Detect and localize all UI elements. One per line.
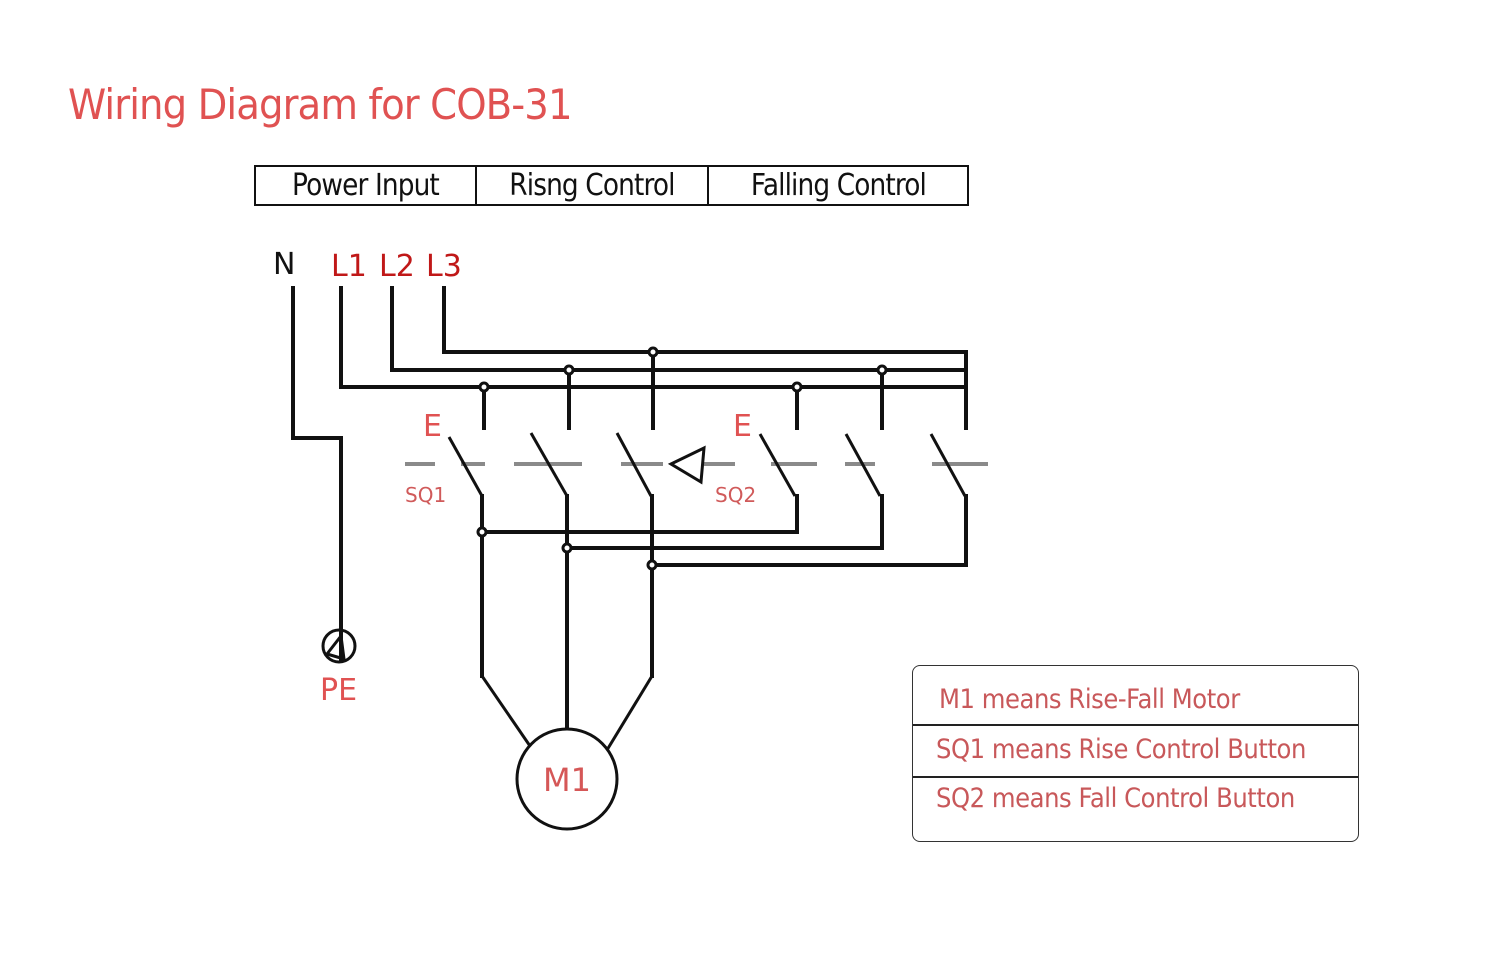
- sq1-marker-label: E: [423, 409, 442, 444]
- sq2-return2-wire: [565, 494, 884, 550]
- terminal-l2-label: L2: [379, 249, 415, 284]
- sq1-label: SQ1: [405, 483, 446, 507]
- header-falling-control: Falling Control: [709, 167, 967, 204]
- terminal-l1-label: L1: [331, 249, 367, 284]
- legend-item-sq2: SQ2 means Fall Control Button: [936, 783, 1358, 814]
- legend-item-m1: M1 means Rise-Fall Motor: [939, 684, 1358, 715]
- push-button-icon: [667, 445, 706, 485]
- section-header-table: Power Input Risng Control Falling Contro…: [254, 165, 969, 206]
- sq2-return3-wire: [650, 494, 968, 567]
- motor-lead-right: [605, 675, 654, 751]
- sq2-marker-label: E: [733, 409, 752, 444]
- motor-lead-left: [480, 675, 532, 747]
- legend-item-sq1: SQ1 means Rise Control Button: [936, 734, 1358, 765]
- legend-item-sq2-text: SQ2 means Fall Control Button: [936, 783, 1295, 814]
- junction-dots: [476, 346, 888, 571]
- switch-blades: [447, 432, 967, 497]
- ground-label: PE: [320, 673, 357, 708]
- l1-bus-wire: [339, 286, 968, 389]
- header-power-input: Power Input: [256, 167, 477, 204]
- l2-bus-wire: [390, 286, 968, 372]
- sq2-label: SQ2: [715, 483, 756, 507]
- legend-item-m1-text: M1 means Rise-Fall Motor: [939, 684, 1240, 715]
- header-rising-control: Risng Control: [477, 167, 709, 204]
- header-falling-control-label: Falling Control: [750, 168, 926, 203]
- terminal-n-label: N: [273, 247, 295, 282]
- legend-divider: [913, 724, 1358, 726]
- diagram-title: Wiring Diagram for COB-31: [68, 80, 573, 129]
- motor-label: M1: [543, 761, 591, 799]
- ground-icon: [321, 628, 357, 664]
- motor-symbol: [515, 727, 619, 831]
- l3-bus-wire: [442, 286, 968, 354]
- legend-divider: [913, 776, 1358, 778]
- legend-item-sq1-text: SQ1 means Rise Control Button: [936, 734, 1306, 765]
- legend-box: M1 means Rise-Fall Motor SQ1 means Rise …: [912, 665, 1359, 842]
- neutral-wire: [291, 286, 343, 662]
- sq2-return1-wire: [480, 494, 799, 534]
- terminal-l3-label: L3: [426, 249, 462, 284]
- header-power-input-label: Power Input: [292, 168, 440, 203]
- header-rising-control-label: Risng Control: [509, 168, 675, 203]
